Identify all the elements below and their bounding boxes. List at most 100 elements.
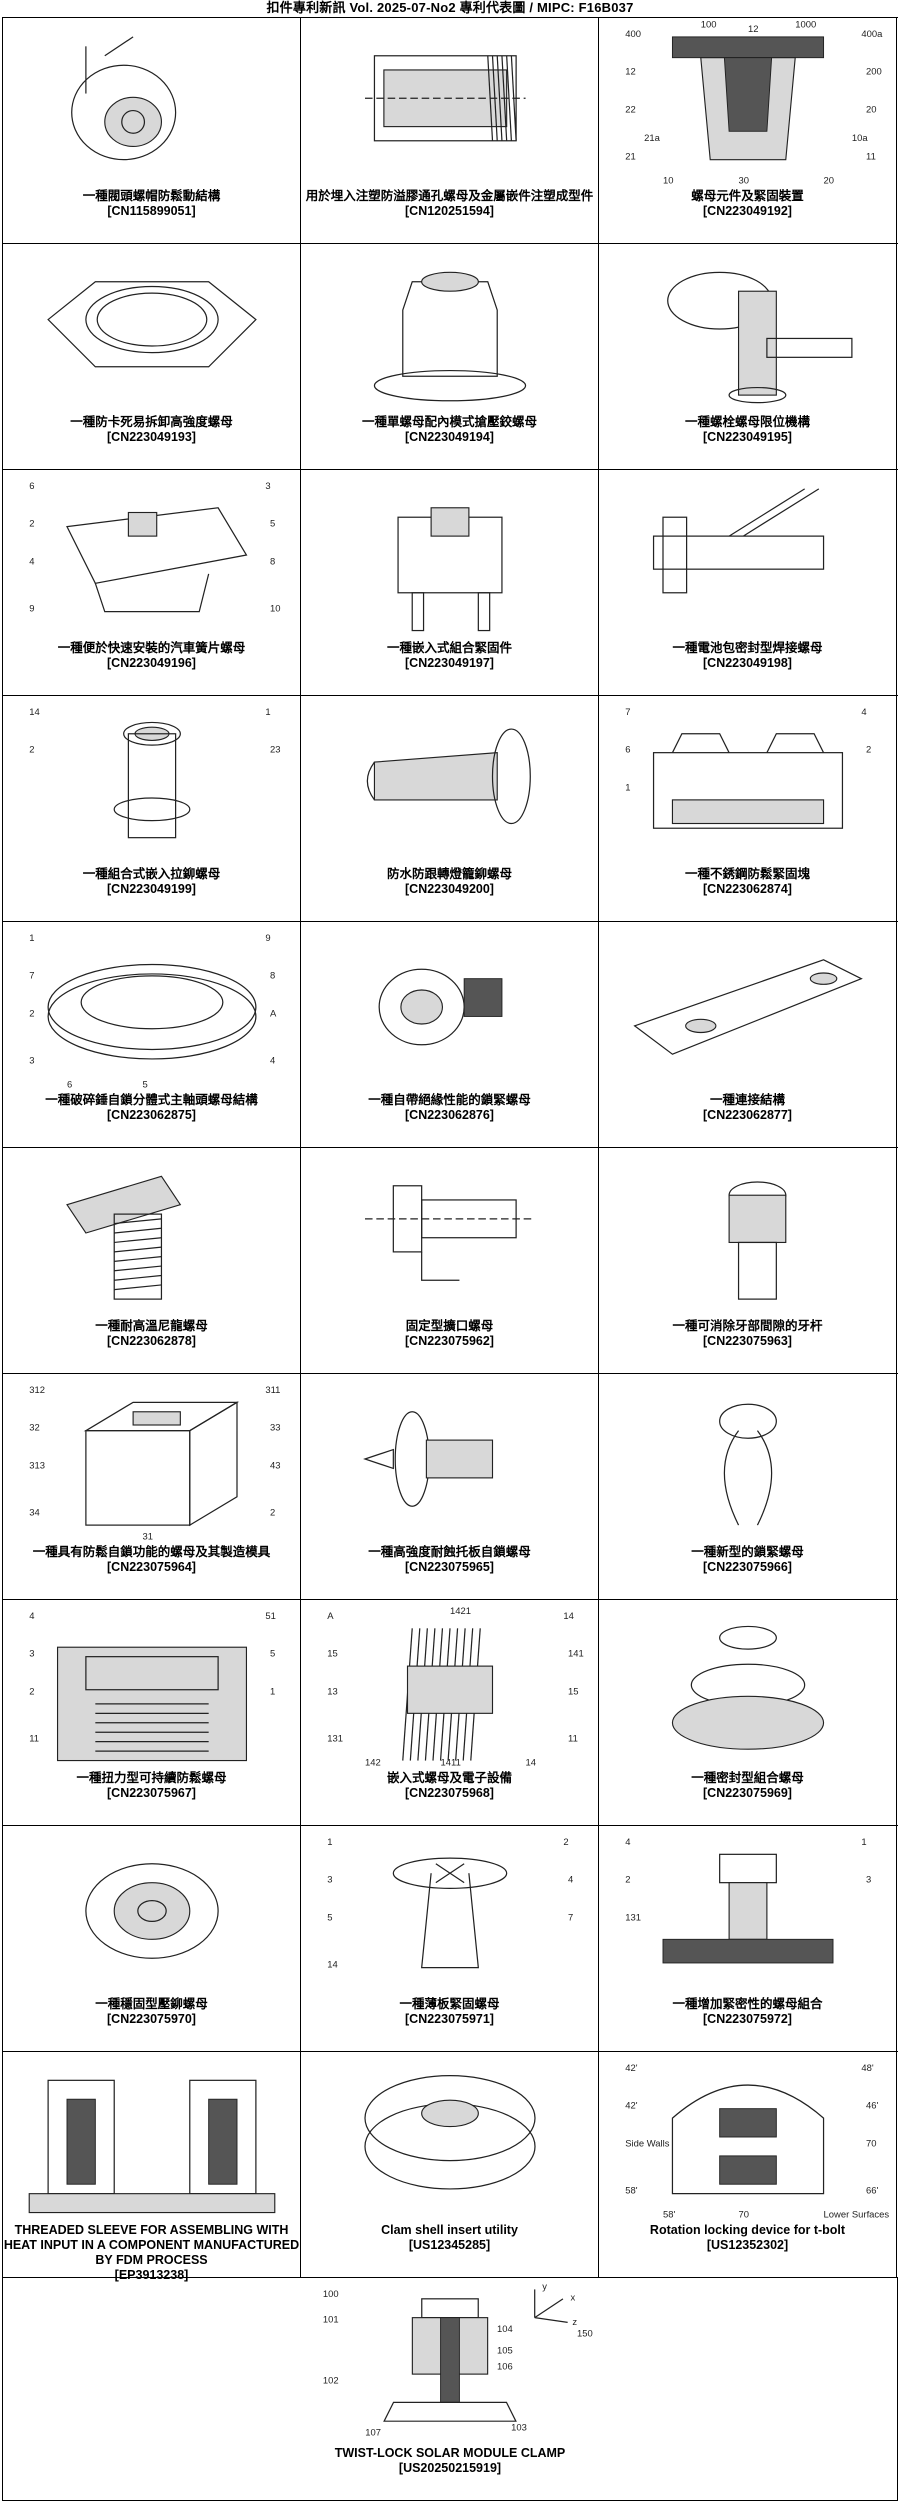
patent-card[interactable]: 固定型擴口螺母[CN223075962] [301, 1148, 599, 1373]
patent-title: 一種具有防鬆自鎖功能的螺母及其製造模具 [33, 1545, 271, 1560]
patent-card[interactable]: 一種螺栓螺母限位機構[CN223049195] [599, 244, 897, 469]
patent-title: THREADED SLEEVE FOR ASSEMBLING WITH HEAT… [3, 2223, 300, 2268]
figure-label: 100 [323, 2288, 339, 2299]
patent-number[interactable]: [CN223075962] [405, 1334, 494, 1349]
patent-number[interactable]: [CN223075965] [405, 1560, 494, 1575]
patent-caption: 一種高強度耐蝕托板自鎖螺母[CN223075965] [301, 1543, 598, 1599]
patent-card[interactable]: 一種單螺母配內模式搶壓鉸螺母[CN223049194] [301, 244, 599, 469]
patent-number[interactable]: [CN223062874] [703, 882, 792, 897]
patent-title: 一種增加緊密性的螺母組合 [672, 1997, 822, 2012]
figure-label: 22 [625, 104, 636, 115]
patent-number[interactable]: [CN223049193] [107, 430, 196, 445]
new-lock-nut-figure [599, 1374, 896, 1543]
patent-card[interactable]: 635248910一種便於快速安裝的汽車簧片螺母[CN223049196] [3, 470, 301, 695]
figure-label: 4 [568, 1874, 573, 1885]
patent-card[interactable]: 31231133323134334231一種具有防鬆自鎖功能的螺母及其製造模具[… [3, 1374, 301, 1599]
figure-label: 131 [625, 1912, 641, 1923]
figure-label: 400a [861, 28, 883, 39]
patent-title: 一種螺栓螺母限位機構 [685, 415, 810, 430]
patent-number[interactable]: [US20250215919] [3, 2461, 897, 2476]
figure-label: 1421 [450, 1606, 471, 1617]
patent-number[interactable]: [CN223075964] [107, 1560, 196, 1575]
patent-card[interactable]: A14141151315131111411142141421嵌入式螺母及電子設備… [301, 1600, 599, 1825]
patent-card[interactable]: 防水防跟轉燈籠鉚螺母[CN223049200] [301, 696, 599, 921]
patent-card[interactable]: Clam shell insert utility[US12345285] [301, 2052, 599, 2277]
patent-card[interactable]: 141232一種組合式嵌入拉鉚螺母[CN223049199] [3, 696, 301, 921]
patent-title: 一種閥頭螺帽防鬆動結構 [83, 189, 221, 204]
patent-number[interactable]: [CN223062878] [107, 1334, 196, 1349]
patent-card[interactable]: 一種密封型組合螺母[CN223075969] [599, 1600, 897, 1825]
figure-label: 11 [29, 1733, 39, 1744]
patent-number[interactable]: [CN223075967] [107, 1786, 196, 1801]
patent-card[interactable]: 一種新型的鎖緊螺母[CN223075966] [599, 1374, 897, 1599]
figure-label: 5 [327, 1912, 332, 1923]
figure-label: 15 [568, 1686, 579, 1697]
patent-card[interactable]: 451532111一種扭力型可持續防鬆螺母[CN223075967] [3, 1600, 301, 1825]
figure-label: 5 [142, 1079, 147, 1090]
patent-number[interactable]: [CN223049195] [703, 430, 792, 445]
figure-label: 11 [568, 1733, 578, 1744]
figure-label: 103 [511, 2422, 527, 2433]
patent-number[interactable]: [CN223049194] [405, 430, 494, 445]
patent-title: 一種新型的鎖緊螺母 [691, 1545, 804, 1560]
patent-number[interactable]: [CN223049200] [405, 882, 494, 897]
patent-card[interactable]: 一種防卡死易拆卸高強度螺母[CN223049193] [3, 244, 301, 469]
patent-number[interactable]: [CN223062876] [405, 1108, 494, 1123]
patent-caption: 一種增加緊密性的螺母組合[CN223075972] [599, 1995, 896, 2051]
patent-number[interactable]: [CN223049199] [107, 882, 196, 897]
patent-number[interactable]: [CN223075971] [405, 2012, 494, 2027]
figure-label: 311 [265, 1384, 280, 1395]
patent-card[interactable]: 74261一種不銹鋼防鬆緊固塊[CN223062874] [599, 696, 897, 921]
patent-number[interactable]: [US12345285] [409, 2238, 490, 2253]
patent-card[interactable]: 一種嵌入式組合緊固件[CN223049197] [301, 470, 599, 695]
patent-number[interactable]: [CN115899051] [107, 204, 195, 219]
figure-label: 1 [327, 1836, 332, 1847]
patent-number[interactable]: [CN223075968] [405, 1786, 494, 1801]
figure-label: 43 [270, 1460, 281, 1471]
patent-caption: 一種電池包密封型焊接螺母[CN223049198] [599, 639, 896, 695]
figure-label: A [270, 1008, 277, 1019]
patent-card[interactable]: 一種閥頭螺帽防鬆動結構[CN115899051] [3, 18, 301, 243]
patent-number[interactable]: [CN223062875] [107, 1108, 196, 1123]
patent-number[interactable]: [CN223062877] [703, 1108, 792, 1123]
patent-card[interactable]: 一種高強度耐蝕托板自鎖螺母[CN223075965] [301, 1374, 599, 1599]
patent-card[interactable]: 一種穩固型壓鉚螺母[CN223075970] [3, 1826, 301, 2051]
patent-number[interactable]: [US12352302] [707, 2238, 788, 2253]
patent-card[interactable]: 42'48'46'42'Side Walls7058'66'7058'Lower… [599, 2052, 897, 2277]
nut-element-fastening-figure: 400400a20012222021113010201210a21a100010… [599, 18, 896, 187]
patent-title: 一種嵌入式組合緊固件 [387, 641, 512, 656]
patent-card[interactable]: 一種可消除牙部間隙的牙杆[CN223075963] [599, 1148, 897, 1373]
patent-card[interactable]: 12435714一種薄板緊固螺母[CN223075971] [301, 1826, 599, 2051]
patent-number[interactable]: [CN223075969] [703, 1786, 792, 1801]
figure-label: 142 [365, 1757, 381, 1768]
patent-card[interactable]: 一種連接結構[CN223062877] [599, 922, 897, 1147]
patent-card[interactable]: THREADED SLEEVE FOR ASSEMBLING WITH HEAT… [3, 2052, 301, 2277]
patent-number[interactable]: [CN223075966] [703, 1560, 792, 1575]
patent-number[interactable]: [CN223075970] [107, 2012, 196, 2027]
patent-card[interactable]: 400400a20012222021113010201210a21a100010… [599, 18, 897, 243]
patent-card[interactable]: 用於埋入注塑防溢膠通孔螺母及金屬嵌件注塑成型件[CN120251594] [301, 18, 599, 243]
patent-caption: 一種螺栓螺母限位機構[CN223049195] [599, 413, 896, 469]
patent-number[interactable]: [CN120251594] [405, 204, 494, 219]
weld-nut-figure [599, 470, 896, 639]
patent-caption: 一種防卡死易拆卸高強度螺母[CN223049193] [3, 413, 300, 469]
figure-label: 14 [29, 706, 40, 717]
patent-number[interactable]: [CN223075963] [703, 1334, 792, 1349]
patent-row: 一種穩固型壓鉚螺母[CN223075970]12435714一種薄板緊固螺母[C… [3, 1826, 898, 2052]
valve-head-nut-figure [3, 18, 300, 187]
patent-caption: 一種扭力型可持續防鬆螺母[CN223075967] [3, 1769, 300, 1825]
patent-card[interactable]: 一種自帶絕緣性能的鎖緊螺母[CN223062876] [301, 922, 599, 1147]
patent-number[interactable]: [CN223049196] [107, 656, 196, 671]
patent-card[interactable]: 19872A3456一種破碎錘自鎖分體式主軸頭螺母結構[CN223062875] [3, 922, 301, 1147]
figure-label: 3 [866, 1874, 871, 1885]
patent-grid: 一種閥頭螺帽防鬆動結構[CN115899051]用於埋入注塑防溢膠通孔螺母及金屬… [2, 17, 898, 2501]
figure-label: 200 [866, 66, 882, 77]
patent-number[interactable]: [CN223049197] [405, 656, 494, 671]
patent-number[interactable]: [CN223049198] [703, 656, 792, 671]
patent-card[interactable]: 4132131一種增加緊密性的螺母組合[CN223075972] [599, 1826, 897, 2051]
patent-card[interactable]: 100101102104105106107103150xyzTWIST-LOCK… [3, 2278, 898, 2500]
patent-number[interactable]: [CN223075972] [703, 2012, 792, 2027]
patent-number[interactable]: [CN223049192] [703, 204, 792, 219]
patent-card[interactable]: 一種耐高溫尼龍螺母[CN223062878] [3, 1148, 301, 1373]
patent-card[interactable]: 一種電池包密封型焊接螺母[CN223049198] [599, 470, 897, 695]
